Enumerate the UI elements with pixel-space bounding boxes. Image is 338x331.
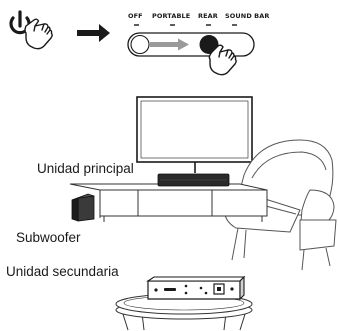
subwoofer (71, 193, 95, 222)
subwoofer-label: Subwoofer (16, 230, 81, 245)
mode-label-rear: REAR (198, 12, 218, 20)
secondary-unit (146, 275, 246, 301)
mode-label-off: OFF (128, 12, 143, 20)
mode-label-sound-bar: SOUND BAR (225, 12, 270, 20)
right-arrow-icon (77, 24, 110, 42)
mode-switch (127, 32, 255, 57)
pointing-hand-icon (24, 18, 53, 50)
television (136, 96, 253, 173)
main-unit-soundbar (157, 173, 230, 187)
pointing-hand-icon (208, 44, 237, 76)
main-unit-label: Unidad principal (37, 161, 134, 176)
rear-panel-ports (154, 283, 234, 295)
tv-cabinet (69, 183, 268, 222)
switch-knob (199, 35, 219, 54)
power-icon (9, 10, 31, 35)
secondary-unit-label: Unidad secundaria (6, 264, 119, 279)
slide-arrow-icon (150, 38, 189, 51)
mode-label-portable: PORTABLE (152, 12, 191, 20)
